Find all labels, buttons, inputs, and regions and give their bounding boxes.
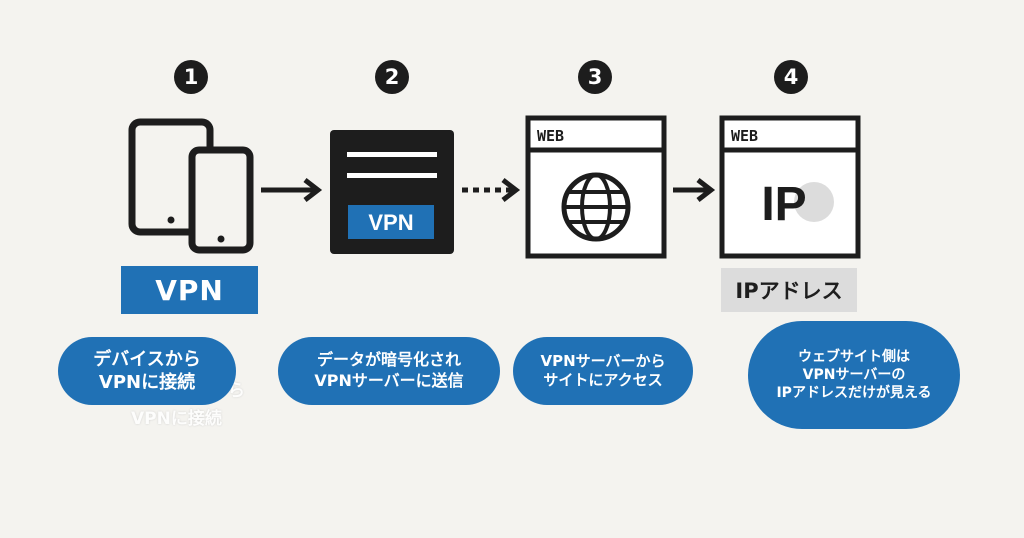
step-2-description: データが暗号化され VPNサーバーに送信 [278,337,500,405]
web-ip-icon: WEB IP [719,115,861,259]
bubble-4-line-2: VPNサーバーの [802,366,906,383]
bubble-1-line-1: デバイスから [93,348,201,370]
step-3-description: VPNサーバーから サイトにアクセス [513,337,693,405]
ghost-text-2: VPNに接続 [131,409,222,429]
step-1-description: デバイスから VPNに接続 [58,337,236,405]
web-globe-icon: WEB [525,115,667,259]
web-label-3: WEB [537,127,564,145]
ip-text: IP [761,178,806,231]
bubble-2-line-2: VPNサーバーに送信 [314,371,464,390]
web-label-4: WEB [731,127,758,145]
arrow-icon [261,178,323,202]
step-number-3: 3 [578,60,612,94]
bubble-4-line-1: ウェブサイト側は [798,348,910,365]
bubble-3-line-1: VPNサーバーから [540,351,666,370]
bubble-2-line-1: データが暗号化され [316,350,461,370]
ip-address-label: IPアドレス [721,268,857,312]
bubble-4-line-3: IPアドレスだけが見える [776,385,932,402]
dotted-arrow-icon [462,178,521,202]
vpn-label: VPN [121,266,258,314]
step-number-4: 4 [774,60,808,94]
step-number-2: 2 [375,60,409,94]
server-vpn-label: VPN [368,210,413,235]
vpn-server-icon: VPN [330,130,454,254]
step-number-1: 1 [174,60,208,94]
arrow-icon [673,178,716,202]
bubble-1-line-2: VPNに接続 [98,372,196,393]
bubble-3-line-2: サイトにアクセス [543,371,663,389]
devices-icon [128,118,254,254]
step-4-description: ウェブサイト側は VPNサーバーの IPアドレスだけが見える [748,321,960,429]
